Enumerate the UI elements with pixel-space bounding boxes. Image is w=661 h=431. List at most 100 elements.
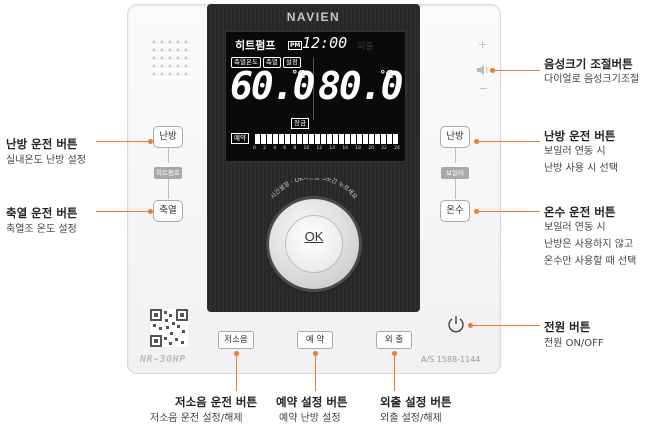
schedule-bar-segment bbox=[291, 134, 296, 144]
left-connector bbox=[168, 179, 169, 199]
schedule-bar-segment bbox=[303, 134, 308, 144]
right-connector bbox=[455, 148, 456, 163]
hour-tick-label: 20 bbox=[368, 146, 374, 151]
hour-tick-label: 4 bbox=[273, 146, 277, 151]
service-number: A/S 1588-1144 bbox=[421, 355, 481, 364]
callout-line bbox=[472, 325, 540, 326]
schedule-bar-segment bbox=[387, 134, 392, 144]
callout-power-desc: 전원 ON/OFF bbox=[544, 338, 604, 349]
hour-tick-label: 24 bbox=[394, 146, 400, 151]
lcd-mode-title: 히트펌프 bbox=[235, 39, 276, 52]
hotwater-button[interactable]: 온수 bbox=[440, 200, 470, 222]
callout-volume-desc: 다이얼로 음성크기조절 bbox=[544, 74, 640, 85]
lcd-right-unit: °C bbox=[380, 68, 394, 81]
callout-hotwater-desc-1: 보일러 연동 시 bbox=[544, 222, 606, 233]
model-number: NR-30HP bbox=[140, 354, 186, 365]
hour-tick-label: 18 bbox=[355, 146, 362, 151]
schedule-bar-segment bbox=[345, 134, 350, 144]
callout-dot bbox=[234, 351, 239, 356]
brand-logo: NAVIEN bbox=[286, 10, 341, 24]
lcd-lock-tag: 장금 bbox=[291, 118, 309, 129]
dial-arc-text: 시간설정 · OK버튼을 3초간 누르세요 bbox=[269, 178, 358, 201]
callout-storage-desc: 축열조 온도 설정 bbox=[6, 224, 77, 235]
hour-tick-label: 22 bbox=[381, 146, 387, 151]
lcd-right-temperature: 80.0 bbox=[318, 64, 404, 108]
quiet-mode-button[interactable]: 저소음 bbox=[218, 331, 254, 349]
callout-left-heating-title: 난방 운전 버튼 bbox=[6, 137, 78, 151]
callout-away-title: 외출 설정 버튼 bbox=[380, 395, 452, 409]
callout-quiet-desc: 저소음 운전 설정/해제 bbox=[150, 413, 243, 424]
schedule-bar-segment bbox=[321, 134, 326, 144]
schedule-bar-segment bbox=[273, 134, 278, 144]
callout-line bbox=[96, 211, 150, 212]
right-connector bbox=[455, 179, 456, 199]
lcd-mode-tag: 축열 bbox=[262, 57, 281, 68]
callout-volume-title: 음성크기 조절버튼 bbox=[544, 57, 633, 71]
qr-code-icon bbox=[150, 309, 188, 347]
ok-label: OK bbox=[304, 229, 324, 244]
lcd-divider bbox=[313, 58, 314, 120]
callout-hotwater-desc-3: 온수만 사용할 때 선택 bbox=[544, 256, 637, 267]
callout-away-desc: 외출 설정/해제 bbox=[380, 413, 442, 424]
callout-left-heating-desc: 실내온도 난방 설정 bbox=[6, 155, 86, 166]
right-heating-button[interactable]: 난방 bbox=[440, 126, 470, 148]
schedule-bar-segment bbox=[285, 134, 290, 144]
ok-button[interactable] bbox=[285, 215, 343, 273]
dial-arc-label: 시간설정 · OK버튼을 3초간 누르세요 bbox=[269, 178, 358, 201]
callout-dot bbox=[148, 209, 153, 214]
lcd-reserve-tag: 예약 bbox=[231, 133, 249, 144]
lcd-left-temperature: 60.0 bbox=[230, 64, 316, 108]
callout-storage-title: 축열 운전 버튼 bbox=[6, 206, 78, 220]
callout-power-title: 전원 버튼 bbox=[544, 320, 591, 334]
callout-line bbox=[96, 141, 150, 142]
lcd-mode-tag: 축열온도 bbox=[231, 57, 261, 68]
schedule-bar-segment bbox=[339, 134, 344, 144]
hour-tick-label: 2 bbox=[263, 146, 266, 151]
callout-reserve-title: 예약 설정 버튼 bbox=[276, 395, 348, 409]
lcd-schedule-bars bbox=[255, 134, 398, 144]
hour-tick-label: 12 bbox=[316, 146, 323, 151]
callout-dot bbox=[474, 139, 479, 144]
schedule-bar-segment bbox=[279, 134, 284, 144]
schedule-bar-segment bbox=[333, 134, 338, 144]
volume-plus-icon: + bbox=[478, 38, 488, 51]
callout-dot bbox=[148, 139, 153, 144]
lcd-clock: 12:00 bbox=[302, 34, 348, 52]
lcd-mode-tags: 축열온도 축열 설정 bbox=[231, 57, 301, 68]
hour-tick-label: 10 bbox=[303, 146, 310, 151]
callout-dot bbox=[474, 209, 479, 214]
schedule-bar-segment bbox=[267, 134, 272, 144]
lcd-away-indicator: 외출 bbox=[357, 42, 374, 52]
schedule-bar-segment bbox=[309, 134, 314, 144]
schedule-bar-segment bbox=[369, 134, 374, 144]
heatpump-label: 히트펌프 bbox=[154, 167, 182, 179]
callout-right-heating-title: 난방 운전 버튼 bbox=[544, 129, 616, 143]
speaker-icon[interactable] bbox=[477, 65, 489, 75]
callout-line bbox=[478, 211, 540, 212]
power-icon[interactable] bbox=[446, 314, 466, 334]
callout-line bbox=[315, 355, 316, 391]
callout-line bbox=[478, 141, 540, 142]
schedule-bar-segment bbox=[375, 134, 380, 144]
callout-right-heating-desc-1: 보일러 연동 시 bbox=[544, 146, 606, 157]
left-heating-button[interactable]: 난방 bbox=[153, 126, 183, 148]
storage-button[interactable]: 축열 bbox=[153, 200, 183, 222]
schedule-bar-segment bbox=[393, 134, 398, 144]
boiler-label: 보일러 bbox=[441, 167, 469, 179]
schedule-bar-segment bbox=[351, 134, 356, 144]
callout-hotwater-desc-2: 난방은 사용하지 않고 bbox=[544, 239, 634, 250]
callout-dot bbox=[313, 351, 318, 356]
schedule-bar-segment bbox=[357, 134, 362, 144]
hour-tick-label: 14 bbox=[329, 146, 336, 151]
away-button[interactable]: 외 출 bbox=[376, 331, 412, 349]
callout-reserve-desc: 예약 난방 설정 bbox=[279, 413, 341, 424]
callout-line bbox=[494, 70, 540, 71]
hour-tick-label: 0 bbox=[253, 146, 256, 151]
lcd-left-unit: °C bbox=[292, 68, 306, 81]
hour-tick-label: 6 bbox=[283, 146, 287, 151]
reservation-button[interactable]: 예 약 bbox=[297, 331, 333, 349]
callout-dot bbox=[392, 351, 397, 356]
callout-dot bbox=[468, 323, 473, 328]
